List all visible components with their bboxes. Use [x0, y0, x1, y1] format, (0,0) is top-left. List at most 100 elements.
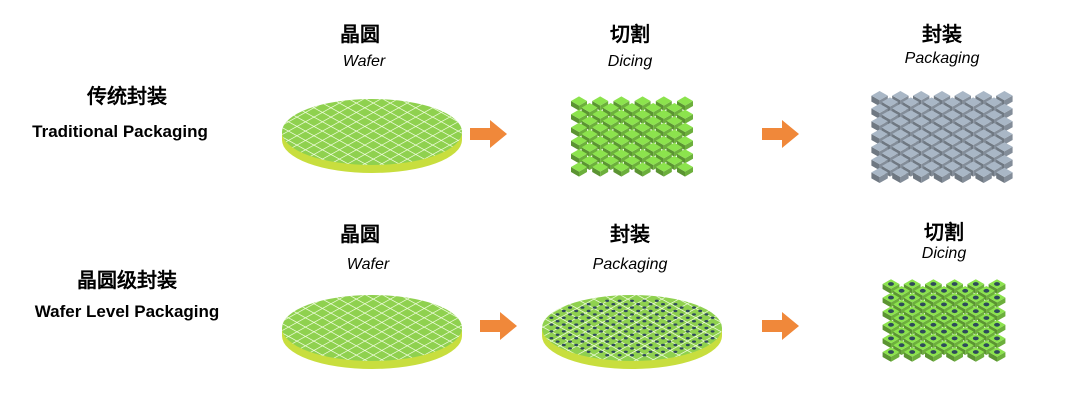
solder-bump — [586, 316, 591, 319]
chip — [893, 313, 910, 328]
solder-bump — [611, 337, 616, 340]
solder-bump — [685, 337, 690, 340]
solder-bump — [648, 323, 653, 326]
chip — [624, 155, 640, 170]
solder-bump — [661, 337, 665, 340]
chip — [581, 103, 598, 118]
solder-bump — [661, 303, 665, 306]
solder-bump — [605, 326, 610, 330]
solder-bump — [692, 347, 696, 350]
solder-bump — [574, 337, 579, 340]
solder-bump — [654, 354, 659, 357]
row1-diced-chips — [571, 96, 693, 177]
chip — [871, 103, 888, 119]
chip — [602, 116, 619, 131]
solder-bump — [636, 337, 641, 340]
chip — [592, 162, 609, 177]
chip — [965, 135, 982, 151]
solder-bump — [568, 333, 572, 336]
chip — [956, 326, 974, 342]
solder-bump — [605, 306, 610, 309]
chip — [975, 129, 992, 145]
solder-bump — [599, 337, 603, 340]
solder-bump — [555, 326, 560, 330]
chip — [903, 306, 921, 321]
solder-bump — [574, 330, 579, 333]
solder-bump — [642, 340, 647, 343]
solder-bump — [574, 343, 579, 347]
chip — [988, 333, 1006, 349]
solder-bump — [599, 303, 603, 306]
chip — [602, 155, 619, 170]
chip — [914, 326, 932, 342]
chip — [913, 103, 930, 119]
solder-bump — [704, 313, 709, 316]
chip — [881, 161, 899, 177]
chip — [903, 347, 921, 362]
chip — [882, 306, 900, 321]
chip — [655, 122, 672, 137]
solder-bump — [710, 337, 715, 340]
chip — [892, 129, 909, 145]
solder-bump — [673, 350, 678, 353]
solder-bump — [605, 347, 610, 350]
chip — [655, 96, 672, 111]
chip — [944, 148, 961, 164]
solder-bump — [592, 347, 597, 350]
chip — [893, 326, 910, 342]
row2-title-cn: 晶圆级封装 — [77, 268, 177, 292]
chip — [935, 340, 953, 355]
chip — [655, 149, 672, 164]
chip — [902, 161, 919, 177]
solder-bump — [692, 320, 696, 323]
solder-bump — [661, 350, 665, 353]
solder-bump — [698, 337, 703, 340]
chip — [988, 320, 1006, 335]
chip — [666, 129, 683, 144]
chip — [624, 116, 640, 131]
solder-bump — [679, 347, 684, 350]
chip — [581, 129, 598, 144]
chip — [571, 122, 587, 137]
solder-bump — [592, 333, 597, 336]
chip — [871, 167, 888, 183]
solder-bump — [586, 337, 591, 340]
solder-bump — [648, 330, 653, 333]
row1-title-cn: 传统封装 — [87, 84, 167, 108]
chip — [666, 116, 683, 131]
solder-bump — [667, 326, 672, 330]
solder-bump — [592, 320, 597, 323]
solder-bump — [636, 330, 641, 333]
chip — [944, 97, 961, 113]
solder-bump — [692, 313, 696, 316]
chip — [967, 306, 985, 321]
solder-bump — [599, 323, 603, 326]
solder-bump — [599, 330, 603, 333]
chip — [677, 122, 693, 137]
solder-bump — [704, 333, 709, 336]
chip — [996, 167, 1013, 183]
solder-bump — [617, 299, 622, 302]
solder-bump — [642, 313, 647, 316]
chip — [881, 123, 899, 139]
solder-bump — [630, 299, 634, 302]
solder-bump — [661, 330, 665, 333]
chip — [923, 135, 940, 151]
row2-step1-en: Wafer — [346, 256, 390, 273]
chip — [935, 286, 953, 301]
solder-bump — [673, 337, 678, 340]
chip — [965, 123, 982, 139]
row1-packaged-chips — [871, 91, 1013, 183]
solder-bump — [692, 340, 696, 343]
solder-bump — [599, 309, 603, 313]
row2-diced-chips — [882, 279, 1006, 362]
solder-bump — [667, 306, 672, 309]
chip — [944, 123, 961, 139]
solder-bump — [698, 343, 703, 347]
solder-bump — [623, 309, 628, 313]
solder-bump — [648, 337, 653, 340]
chip — [666, 103, 683, 118]
chip — [967, 320, 985, 335]
chip — [965, 161, 982, 177]
solder-bump — [630, 306, 634, 309]
